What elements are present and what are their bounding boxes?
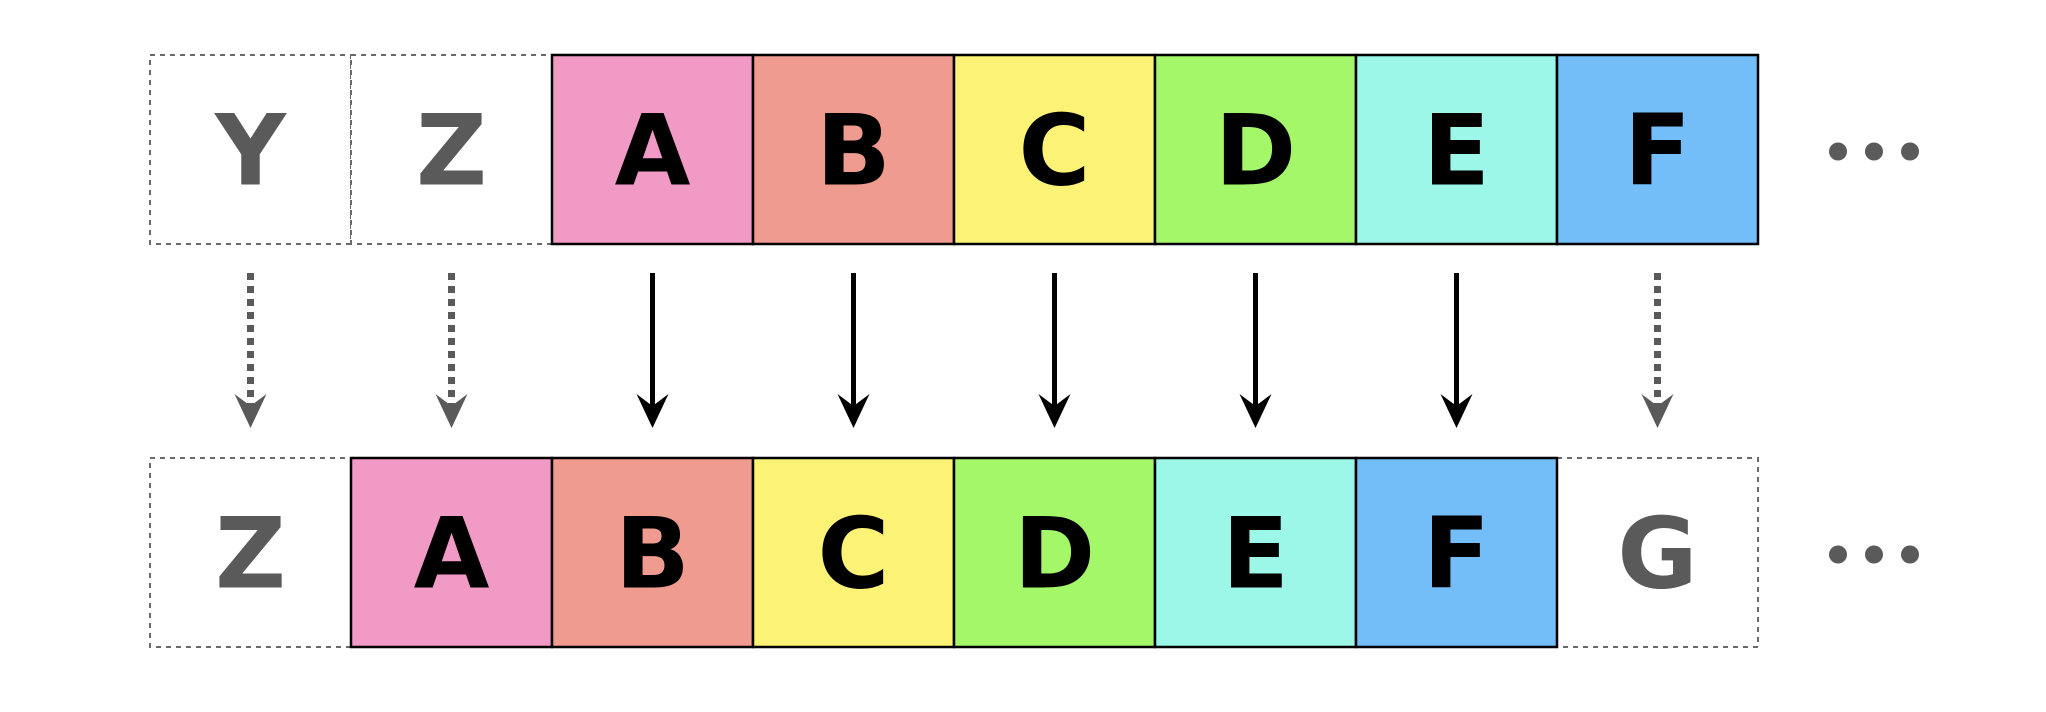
bottom_row-cell-label: E	[1222, 498, 1289, 612]
top_row-cell-label: C	[1019, 95, 1091, 209]
top_row-cell-label: E	[1423, 95, 1490, 209]
bottom_row-cell-z: Z	[149, 457, 352, 648]
arrow-head	[636, 394, 669, 428]
ellipsis-dot	[1901, 545, 1919, 564]
solid-arrow	[1440, 273, 1473, 428]
bottom_row-cell-box	[952, 456, 1157, 649]
solid-arrow	[837, 273, 870, 428]
top_row-cell-box	[149, 54, 352, 245]
bottom_row-ellipsis: …	[1829, 545, 1919, 564]
top_row-cell-box	[1555, 53, 1760, 246]
bottom_row-cell-label: G	[1617, 498, 1697, 612]
ellipsis-dot	[1865, 142, 1883, 161]
bottom_row-cell-box	[550, 456, 755, 649]
solid-arrow	[636, 273, 669, 428]
top_row-cell-a: A	[550, 53, 755, 246]
top_row-cell-y: Y	[149, 54, 352, 245]
top_row-cell-label: D	[1215, 95, 1296, 209]
top_row-cell-c: C	[952, 53, 1157, 246]
bottom_row-cell-box	[149, 457, 352, 648]
arrow-head	[1440, 394, 1473, 428]
arrow-head	[435, 394, 468, 428]
arrow-head	[1038, 394, 1071, 428]
bottom_row-cell-box	[1556, 457, 1759, 648]
bottom_row-cell-label: B	[615, 498, 690, 612]
bottom_row-cell-label: Z	[215, 498, 286, 612]
dotted-arrow	[234, 273, 267, 428]
arrows	[234, 273, 1674, 428]
bottom_row-cell-label: A	[414, 498, 490, 612]
top_row-cell-box	[1354, 53, 1559, 246]
ellipsis-text: …	[1874, 151, 1875, 153]
top_row-cell-b: B	[751, 53, 956, 246]
top_row-cell-label: Z	[416, 95, 487, 209]
top_row-cell-label: F	[1624, 95, 1691, 209]
bottom_row-cell-a: A	[349, 456, 554, 649]
bottom_row-cell-box	[1153, 456, 1358, 649]
arrow-head	[234, 394, 267, 428]
arrow-head	[1239, 394, 1272, 428]
top_row-cell-box	[550, 53, 755, 246]
top_row-ellipsis: …	[1829, 142, 1919, 161]
arrow-head	[1641, 394, 1674, 428]
top_row-cell-f: F	[1555, 53, 1760, 246]
top-row: Y Z A B C D E F …	[149, 53, 1919, 246]
arrow-head	[837, 394, 870, 428]
top_row-cell-z: Z	[350, 54, 553, 245]
bottom_row-cell-b: B	[550, 456, 755, 649]
top_row-cell-label: B	[816, 95, 891, 209]
top_row-cell-label: Y	[214, 95, 287, 209]
bottom_row-cell-c: C	[751, 456, 956, 649]
solid-arrow	[1239, 273, 1272, 428]
ellipsis-text: …	[1874, 554, 1875, 556]
dotted-arrow	[1641, 273, 1674, 428]
ellipsis-dot	[1829, 142, 1847, 161]
bottom_row-cell-box	[1354, 456, 1559, 649]
bottom-row: Z G A B C D E F …	[149, 456, 1919, 649]
bottom_row-cell-d: D	[952, 456, 1157, 649]
bottom_row-cell-f: F	[1354, 456, 1559, 649]
bottom_row-cell-e: E	[1153, 456, 1358, 649]
ellipsis-dot	[1901, 142, 1919, 161]
bottom_row-cell-g: G	[1556, 457, 1759, 648]
top_row-cell-box	[1153, 53, 1358, 246]
top_row-cell-box	[350, 54, 553, 245]
bottom_row-cell-box	[349, 456, 554, 649]
top_row-cell-label: A	[615, 95, 691, 209]
top_row-cell-box	[751, 53, 956, 246]
top_row-cell-d: D	[1153, 53, 1358, 246]
bottom_row-cell-label: D	[1014, 498, 1095, 612]
dotted-arrow	[435, 273, 468, 428]
ellipsis-dot	[1829, 545, 1847, 564]
bottom_row-cell-label: C	[818, 498, 890, 612]
solid-arrow	[1038, 273, 1071, 428]
bottom_row-cell-box	[751, 456, 956, 649]
top_row-cell-box	[952, 53, 1157, 246]
bottom_row-cell-label: F	[1423, 498, 1490, 612]
ellipsis-dot	[1865, 545, 1883, 564]
top_row-cell-e: E	[1354, 53, 1559, 246]
